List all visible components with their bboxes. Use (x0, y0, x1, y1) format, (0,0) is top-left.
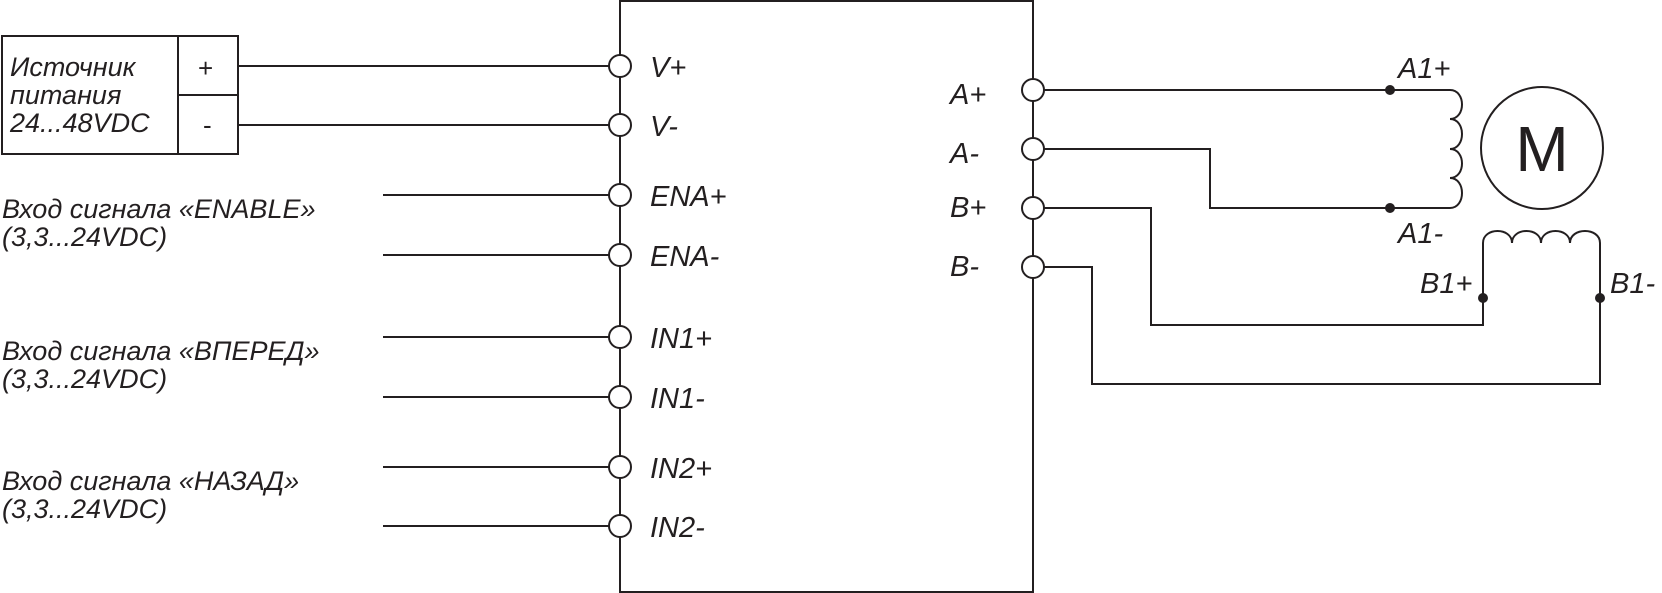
input-backward-voltage: (3,3...24VDC) (2, 494, 167, 524)
terminal-in1-plus (608, 325, 632, 349)
power-source: Источник питания 24...48VDC + - (1, 35, 239, 155)
coil-label-b1-plus: B1+ (1420, 268, 1472, 300)
terminal-label-ena-minus: ENA- (650, 241, 719, 273)
terminal-ena-plus (608, 183, 632, 207)
coil-a-plus-node (1385, 85, 1395, 95)
terminal-a-plus (1021, 78, 1045, 102)
terminal-b-minus (1021, 255, 1045, 279)
terminal-label-a-minus: A- (948, 138, 979, 170)
terminal-in2-plus (608, 455, 632, 479)
right-wires (1044, 89, 1601, 385)
terminal-a-minus (1021, 137, 1045, 161)
terminal-label-in1-plus: IN1+ (650, 323, 712, 355)
terminal-label-in2-plus: IN2+ (650, 453, 712, 485)
terminal-label-in2-minus: IN2- (650, 512, 705, 544)
coil-b-plus-node (1478, 293, 1488, 303)
power-source-label-line-2: питания (10, 80, 121, 110)
coil-b-minus-node (1595, 293, 1605, 303)
driver-box (619, 0, 1034, 593)
terminal-label-b-plus: B+ (950, 192, 986, 224)
coil-a-winding (1390, 89, 1463, 209)
input-enable-voltage: (3,3...24VDC) (2, 222, 167, 252)
coil-b-winding (1482, 230, 1601, 298)
input-enable-label: Вход сигнала «ENABLE» (2, 194, 315, 224)
right-terminals (1021, 78, 1045, 279)
coil-label-a1-plus: A1+ (1396, 53, 1450, 85)
terminal-in1-minus (608, 385, 632, 409)
left-terminals (608, 54, 632, 538)
terminal-ena-minus (608, 243, 632, 267)
terminal-v-minus (608, 113, 632, 137)
terminal-label-v-minus: V- (650, 111, 678, 143)
coil-label-b1-minus: B1- (1610, 268, 1655, 300)
terminal-label-a-plus: A+ (948, 79, 986, 111)
input-forward-voltage: (3,3...24VDC) (2, 364, 167, 394)
wire-b-minus (1044, 266, 1601, 385)
power-source-plus: + (198, 53, 213, 83)
wire-a-minus (1044, 148, 1390, 209)
terminal-label-ena-plus: ENA+ (650, 181, 727, 213)
left-wires (238, 65, 609, 527)
terminal-label-in1-minus: IN1- (650, 383, 705, 415)
motor-circle (1480, 86, 1604, 210)
coil-label-a1-minus: A1- (1396, 218, 1443, 250)
terminal-label-v-plus: V+ (650, 52, 686, 84)
power-source-label-line-1: Источник (10, 52, 137, 82)
input-forward-label: Вход сигнала «ВПЕРЕД» (2, 336, 320, 366)
input-backward-label: Вход сигнала «НАЗАД» (2, 466, 299, 496)
motor-symbol: M (1515, 113, 1568, 185)
terminal-in2-minus (608, 514, 632, 538)
terminal-b-plus (1021, 196, 1045, 220)
terminal-label-b-minus: B- (950, 251, 979, 283)
coil-a-minus-node (1385, 203, 1395, 213)
power-source-label-line-3: 24...48VDC (9, 108, 150, 138)
power-source-minus: - (203, 110, 212, 140)
terminal-v-plus (608, 54, 632, 78)
wire-b-plus (1044, 207, 1484, 326)
